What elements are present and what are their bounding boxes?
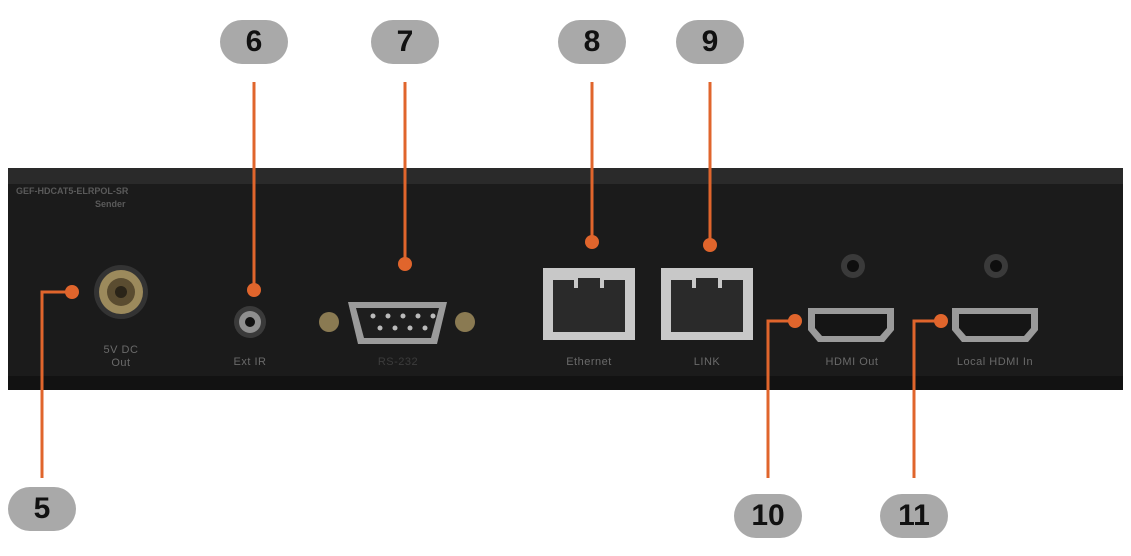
ext-ir-label: Ext IR [233,356,267,368]
leader-10 [766,319,795,478]
model-sublabel: Sender [95,199,126,209]
hdmi-out-aux-jack [841,254,865,278]
hdmi-out-port [808,308,894,342]
callout-badge-7: 7 [371,20,439,64]
callout-badge-10: 10 [734,494,802,538]
callout-badge-5: 5 [8,487,76,531]
callout-leaders [40,82,941,478]
link-label: LINK [693,356,721,368]
hdmi-out-label: HDMI Out [825,356,879,368]
callout-badge-8: 8 [558,20,626,64]
leader-5 [40,290,72,478]
callout-dots [65,235,948,328]
model-label: GEF-HDCAT5-ELRPOL-SR [16,186,129,196]
power-label: 5V DC Out [103,344,139,369]
hdmi-in-aux-jack [984,254,1008,278]
rs232-port [319,302,475,344]
ethernet-port [543,268,635,340]
callout-badge-9: 9 [676,20,744,64]
callout-badge-11: 11 [880,494,948,538]
ext-ir-jack [234,306,266,338]
leader-11 [912,319,941,478]
ethernet-label: Ethernet [566,356,612,368]
callout-badge-6: 6 [220,20,288,64]
hdmi-in-port [952,308,1038,342]
local-hdmi-in-label: Local HDMI In [956,356,1034,368]
rs232-label: RS-232 [377,356,419,368]
dc-power-connector [94,265,148,319]
link-port [661,268,753,340]
